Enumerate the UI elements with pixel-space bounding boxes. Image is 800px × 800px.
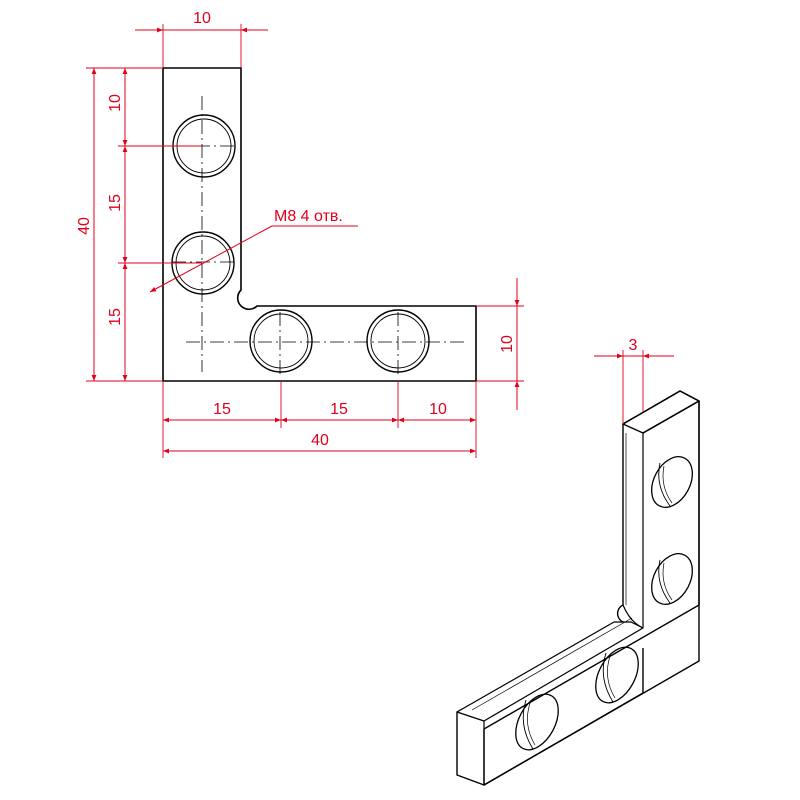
dimension-lines [91, 27, 520, 454]
iso-hole-4 [515, 693, 559, 751]
dim-total-height: 40 [76, 217, 93, 235]
dim-top-width: 10 [193, 10, 211, 27]
isometric-view: 3 [456, 337, 700, 786]
iso-hole-2 [651, 553, 693, 605]
iso-thickness-dimension [594, 350, 674, 424]
iso-silhouette [456, 390, 700, 786]
iso-edge-horizontal-top [456, 621, 644, 722]
dimension-labels: 10 40 10 15 15 10 15 15 10 40 M8 4 отв. [76, 10, 516, 449]
iso-top-face [622, 390, 700, 434]
dim-vert-seg-mid: 15 [107, 194, 124, 212]
bracket-outline [162, 67, 477, 382]
dim-horiz-seg-3: 10 [429, 401, 447, 418]
dim-thickness: 3 [629, 337, 638, 354]
iso-edge-notch [622, 604, 644, 629]
hole-right [366, 309, 430, 373]
dim-vert-seg-top: 10 [107, 94, 124, 112]
plan-view: 10 40 10 15 15 10 15 15 10 40 M8 4 отв. [76, 10, 524, 458]
dim-vert-seg-bottom: 15 [107, 308, 124, 326]
dim-total-width: 40 [311, 432, 329, 449]
extension-lines [86, 24, 524, 458]
hole-left [249, 309, 313, 373]
dim-horiz-seg-2: 15 [330, 401, 348, 418]
iso-hole-3 [595, 646, 639, 704]
dim-horiz-seg-1: 15 [213, 401, 231, 418]
iso-hole-1 [651, 456, 693, 508]
hole-callout: M8 4 отв. [274, 208, 343, 225]
dim-right-height: 10 [499, 335, 516, 353]
